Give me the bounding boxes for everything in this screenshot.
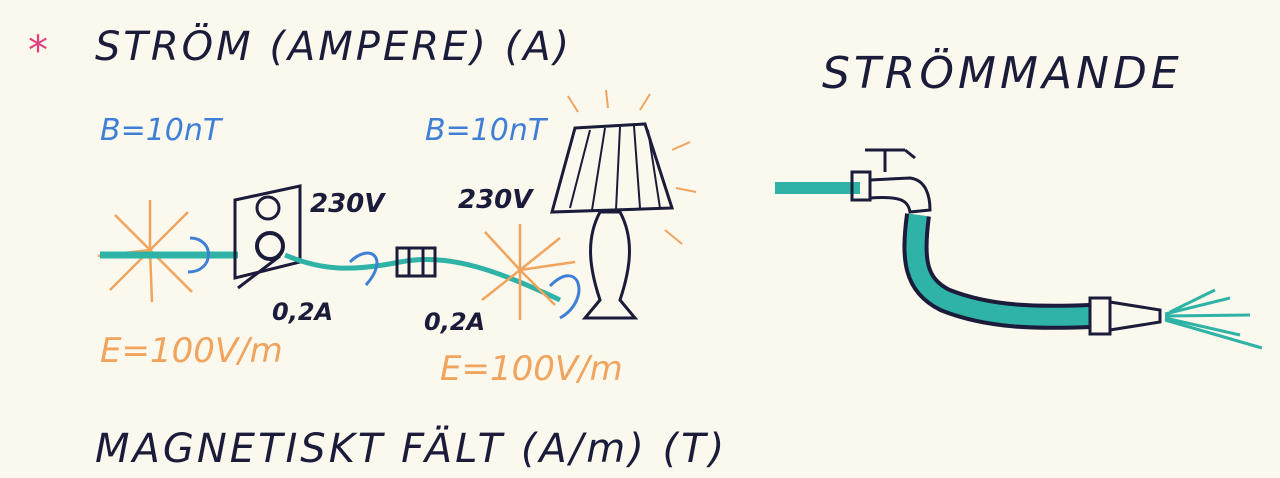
wall-outlet-icon [235,186,300,288]
b-field-right-label: B=10nT [425,113,549,148]
e-field-left-label: E=100V/m [100,331,283,371]
b-field-left-label: B=10nT [100,113,224,148]
e-field-left-arrows [98,200,192,302]
garden-hose-icon [915,215,1160,334]
e-field-right-label: E=100V/m [440,349,623,389]
title-star: * [28,28,48,74]
water-spray-icon [1165,290,1262,348]
water-tap-icon [852,150,930,212]
lamp-glow [568,90,696,244]
bottom-title: MAGNETISKT FÄLT (A/m) (T) [95,424,727,472]
title-main: STRÖM (AMPERE) (A) [95,22,572,70]
current-right-label: 0,2A [424,308,485,336]
current-left-label: 0,2A [272,298,333,326]
lamp-voltage-label: 230V [458,185,534,215]
table-lamp-icon [552,124,672,318]
right-title: STRÖMMANDE [822,47,1183,99]
outlet-voltage-label: 230V [310,189,386,219]
